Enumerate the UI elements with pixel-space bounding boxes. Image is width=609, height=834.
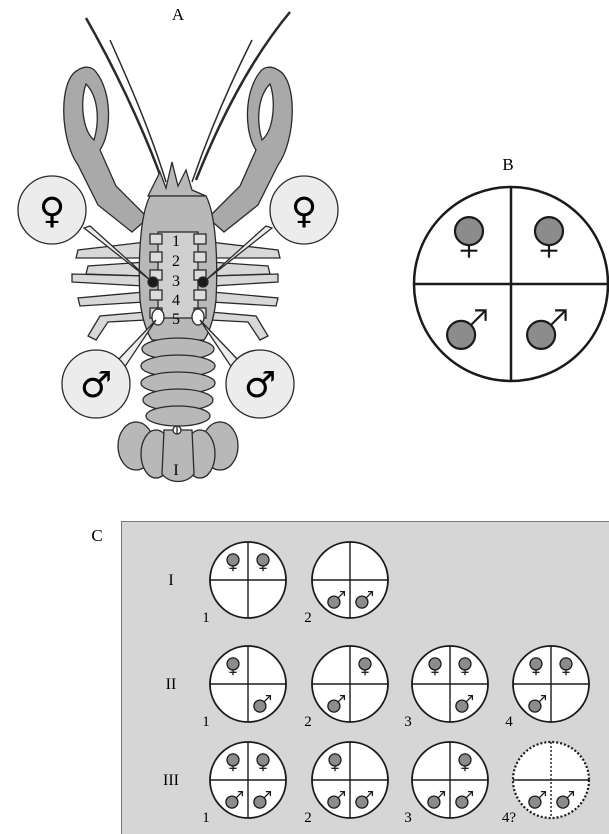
- row-label: III: [163, 772, 179, 789]
- diagram-number: 1: [202, 610, 210, 626]
- diagram-number: 2: [304, 610, 312, 626]
- quadrant-diagram: [210, 646, 286, 722]
- quadrant-diagram: [513, 742, 589, 818]
- quadrant-diagram: [210, 542, 286, 618]
- diagram-number: 2: [304, 810, 312, 826]
- quadrant-diagram: [312, 542, 388, 618]
- diagram-number: 4: [505, 714, 513, 730]
- quadrant-diagram: [312, 742, 388, 818]
- quadrant-diagram: [412, 742, 488, 818]
- diagram-number: 4?: [502, 810, 517, 826]
- quadrant-diagram: [312, 646, 388, 722]
- diagram-number: 2: [304, 714, 312, 730]
- diagram-number: 1: [202, 810, 210, 826]
- diagram-number: 1: [202, 714, 210, 730]
- row-label: I: [168, 572, 173, 589]
- quadrant-diagram: [412, 646, 488, 722]
- row-label: II: [166, 676, 177, 693]
- diagram-number: 3: [404, 714, 412, 730]
- diagram-number: 3: [404, 810, 412, 826]
- quadrant-diagram: [210, 742, 286, 818]
- quadrant-diagram: [513, 646, 589, 722]
